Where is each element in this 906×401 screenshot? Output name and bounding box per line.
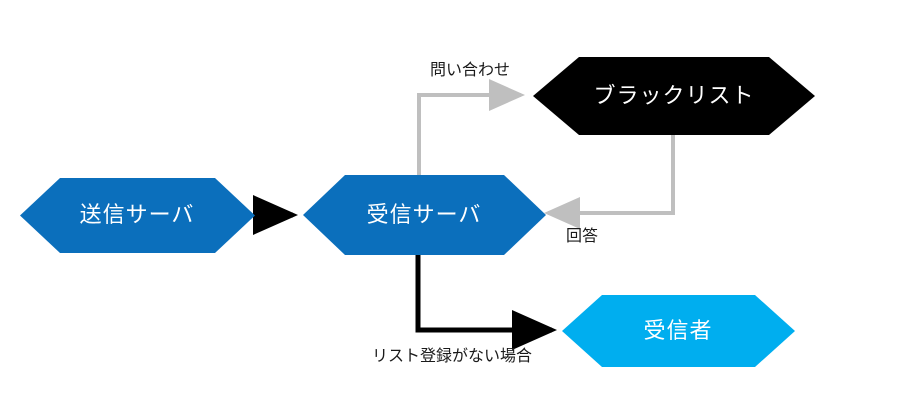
node-recipient-shape[interactable]: [562, 295, 795, 367]
node-receiving-server-label: 受信サーバ: [367, 202, 482, 227]
node-blacklist[interactable]: ブラックリスト: [533, 57, 815, 135]
node-blacklist-label: ブラックリスト: [593, 83, 754, 108]
node-receiving-server[interactable]: 受信サーバ: [303, 175, 546, 255]
edge-label-answer: 回答: [566, 227, 598, 245]
node-sending-server-shape[interactable]: [20, 178, 255, 253]
edge-blacklist-to-receive-line: [544, 135, 675, 229]
edge-receive-to-recipient-line: [415, 252, 557, 350]
node-sending-server[interactable]: 送信サーバ: [20, 178, 255, 253]
edge-receive-to-blacklist: 問い合わせ: [417, 61, 525, 180]
node-blacklist-shape[interactable]: [533, 57, 815, 135]
edge-label-not-listed: リスト登録がない場合: [372, 347, 532, 365]
node-recipient-label: 受信者: [643, 318, 712, 343]
edge-receive-to-recipient: リスト登録がない場合: [372, 252, 557, 365]
node-recipient[interactable]: 受信者: [562, 295, 795, 367]
edge-blacklist-to-receive: 回答: [544, 135, 675, 245]
edge-label-inquiry: 問い合わせ: [430, 61, 510, 79]
edges-layer: 問い合わせ 回答 リスト登録がない場合: [253, 61, 675, 365]
node-receiving-server-shape[interactable]: [303, 175, 546, 255]
nodes-layer: 送信サーバ 受信サーバ ブラックリスト 受信者: [20, 57, 815, 367]
edge-receive-to-blacklist-line: [417, 79, 525, 180]
node-sending-server-label: 送信サーバ: [80, 202, 195, 227]
